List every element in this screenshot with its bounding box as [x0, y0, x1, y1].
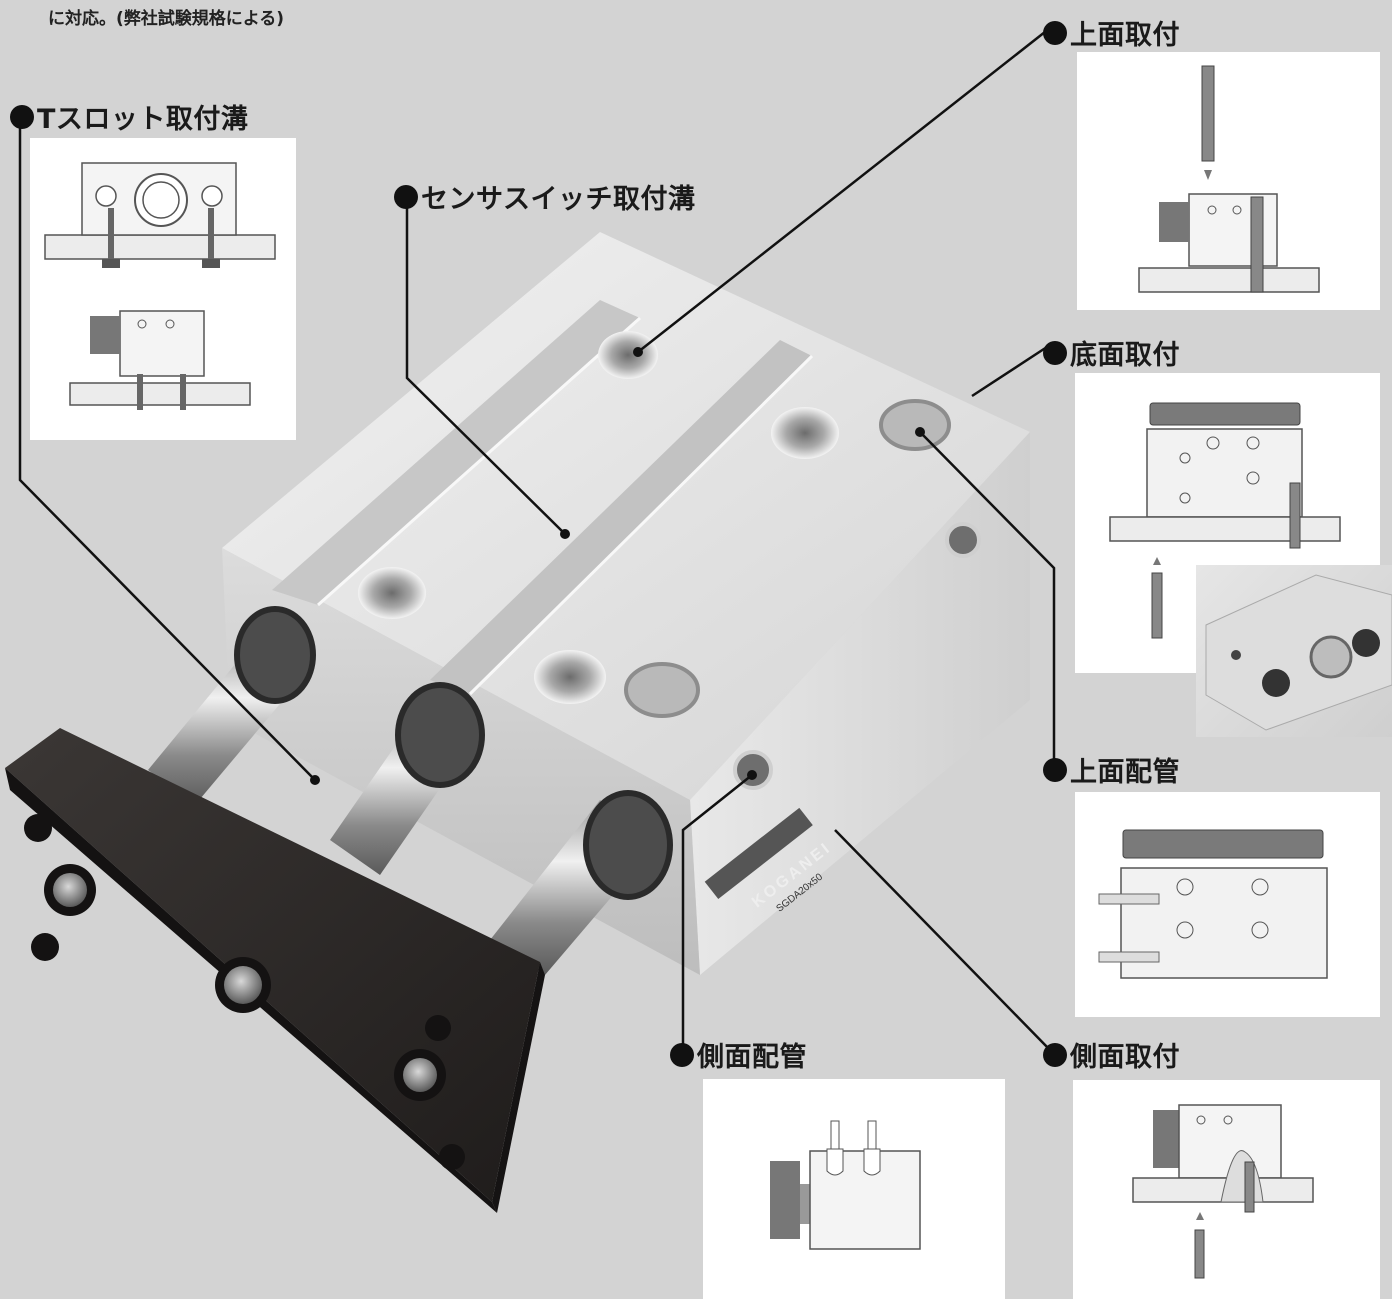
label-top-mount: 上面取付 — [1043, 13, 1180, 52]
side-mount-diagram — [1132, 1104, 1314, 1279]
bullet-dot-icon — [670, 1042, 694, 1067]
panel-top-piping — [1075, 792, 1380, 1017]
bullet-dot-icon — [1043, 1042, 1067, 1067]
bullet-dot-icon — [1043, 757, 1067, 782]
top-mount-diagram — [1138, 65, 1320, 293]
label-top-piping: 上面配管 — [1043, 750, 1180, 789]
bullet-dot-icon — [1043, 340, 1067, 365]
bottom-mount-diagram — [1109, 402, 1341, 639]
bottom-view-photo — [1196, 565, 1392, 737]
t-slot-diagram — [44, 162, 276, 410]
panel-side-mount — [1073, 1080, 1380, 1299]
label-side-piping: 側面配管 — [670, 1035, 807, 1074]
label-top-piping-text: 上面配管 — [1070, 757, 1180, 788]
label-bottom-mount: 底面取付 — [1043, 333, 1180, 372]
label-sensor-switch: センサスイッチ取付溝 — [394, 177, 695, 216]
bullet-dot-icon — [10, 104, 34, 129]
label-sensor-switch-text: センサスイッチ取付溝 — [421, 184, 696, 215]
panel-top-mount — [1077, 52, 1380, 310]
panel-side-piping — [703, 1079, 1005, 1299]
label-side-mount: 側面取付 — [1043, 1035, 1180, 1074]
bullet-dot-icon — [394, 184, 418, 209]
panel-t-slot — [30, 138, 296, 440]
leader-lines — [18, 27, 1056, 1051]
label-t-slot: Tスロット取付溝 — [10, 97, 248, 136]
label-bottom-mount-text: 底面取付 — [1070, 340, 1180, 371]
bullet-dot-icon — [1043, 20, 1067, 45]
label-t-slot-text: Tスロット取付溝 — [37, 104, 249, 135]
label-side-piping-text: 側面配管 — [697, 1042, 807, 1073]
top-piping-diagram — [1098, 829, 1328, 979]
label-side-mount-text: 側面取付 — [1070, 1042, 1180, 1073]
side-piping-diagram — [770, 1120, 921, 1250]
label-top-mount-text: 上面取付 — [1070, 20, 1180, 51]
intro-text: に対応。(弊社試験規格による) — [48, 9, 285, 29]
